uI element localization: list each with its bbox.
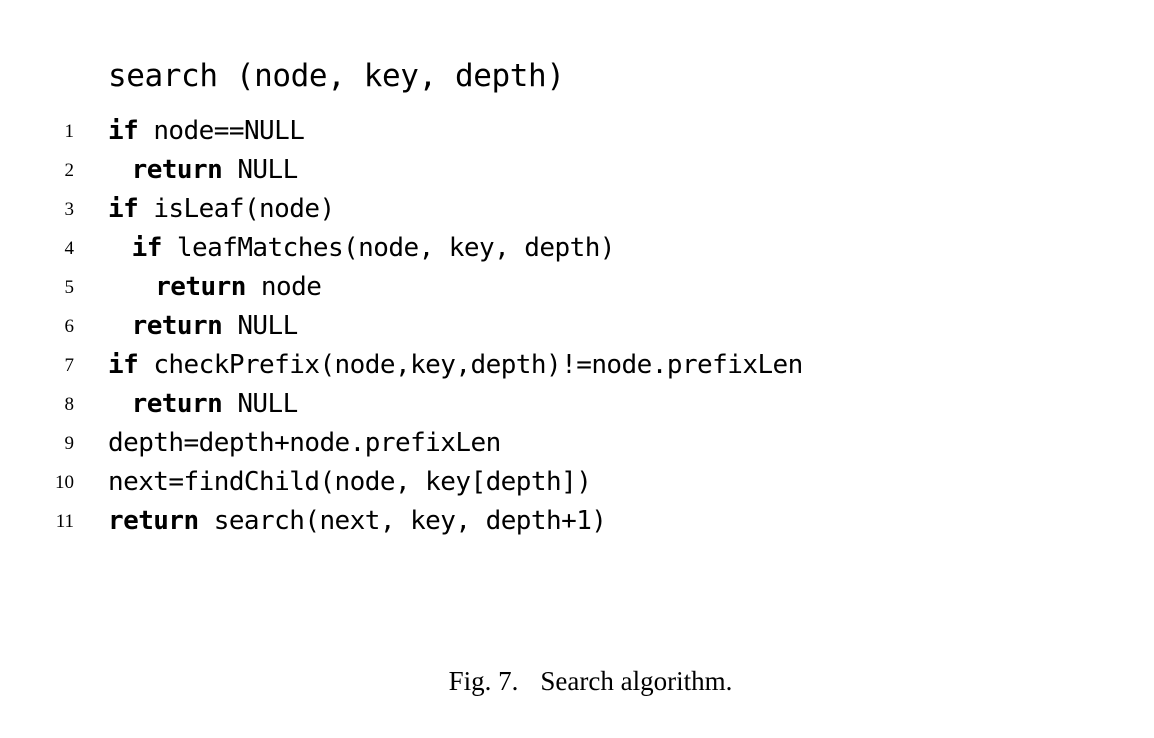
code-expression: search(next, key, depth+1): [198, 506, 607, 536]
code-line-number: 7: [64, 355, 75, 376]
code-expression: checkPrefix(node,key,depth)!=node.prefix…: [138, 350, 803, 380]
code-expression: isLeaf(node): [138, 194, 335, 224]
code-line-text: if leafMatches(node, key, depth): [131, 229, 616, 268]
code-keyword: return: [155, 272, 246, 302]
code-keyword: return: [108, 506, 199, 536]
code-expression: depth=depth+node.prefixLen: [108, 428, 501, 458]
code-line-number: 4: [64, 238, 75, 259]
code-line-number: 10: [55, 472, 74, 493]
code-line-text: return search(next, key, depth+1): [108, 502, 607, 541]
algorithm-signature: search (node, key, depth): [108, 58, 565, 94]
code-line-text: next=findChild(node, key[depth]): [108, 463, 592, 502]
code-line-text: return NULL: [131, 385, 299, 424]
code-line: 2 return NULL: [0, 151, 1154, 190]
code-expression: NULL: [222, 389, 298, 419]
code-line-number: 3: [64, 199, 75, 220]
code-line-number: 1: [64, 121, 75, 142]
code-line-number: 2: [64, 160, 75, 181]
code-line-text: if isLeaf(node): [108, 190, 335, 229]
code-keyword: if: [108, 194, 139, 224]
code-line: 5 return node: [0, 268, 1154, 307]
code-line-text: if checkPrefix(node,key,depth)!=node.pre…: [108, 346, 803, 385]
figure-caption-text: Search algorithm.: [540, 666, 733, 696]
code-keyword: if: [108, 350, 139, 380]
code-line: 4 if leafMatches(node, key, depth): [0, 229, 1154, 268]
code-line-text: return NULL: [131, 307, 299, 346]
code-line: 10 next=findChild(node, key[depth]): [0, 463, 1154, 502]
code-keyword: return: [131, 155, 223, 185]
code-line: 7 if checkPrefix(node,key,depth)!=node.pr…: [0, 346, 1154, 385]
code-line-text: return NULL: [131, 151, 299, 190]
code-line: 11 return search(next, key, depth+1): [0, 502, 1154, 541]
code-keyword: if: [131, 233, 163, 263]
code-line: 3 if isLeaf(node): [0, 190, 1154, 229]
code-line-text: depth=depth+node.prefixLen: [108, 424, 501, 463]
code-expression: next=findChild(node, key[depth]): [108, 467, 592, 497]
code-keyword: if: [108, 116, 139, 146]
code-line-text: return node: [155, 268, 322, 307]
code-line-number: 8: [64, 394, 75, 415]
algorithm-code-block: 1 if node==NULL 2 return NULL 3 if isLeaf(nod…: [0, 112, 1154, 541]
code-keyword: return: [131, 389, 223, 419]
code-expression: leafMatches(node, key, depth): [161, 233, 616, 263]
code-expression: node: [245, 272, 322, 302]
code-line-number: 11: [55, 511, 74, 532]
code-line: 8 return NULL: [0, 385, 1154, 424]
code-line-number: 9: [64, 433, 75, 454]
code-line-number: 6: [64, 316, 75, 337]
code-expression: NULL: [222, 155, 298, 185]
code-line-number: 5: [64, 277, 75, 298]
code-line-text: if node==NULL: [108, 112, 305, 151]
code-line: 6 return NULL: [0, 307, 1154, 346]
code-expression: node==NULL: [138, 116, 305, 146]
code-expression: NULL: [222, 311, 298, 341]
code-line: 9 depth=depth+node.prefixLen: [0, 424, 1154, 463]
figure-search-algorithm: search (node, key, depth) 1 if node==NULL…: [0, 58, 1154, 696]
code-keyword: return: [131, 311, 223, 341]
figure-caption-label: Fig. 7.: [448, 666, 519, 696]
code-line: 1 if node==NULL: [0, 112, 1154, 151]
figure-caption: Fig. 7. Search algorithm.: [0, 624, 1154, 738]
